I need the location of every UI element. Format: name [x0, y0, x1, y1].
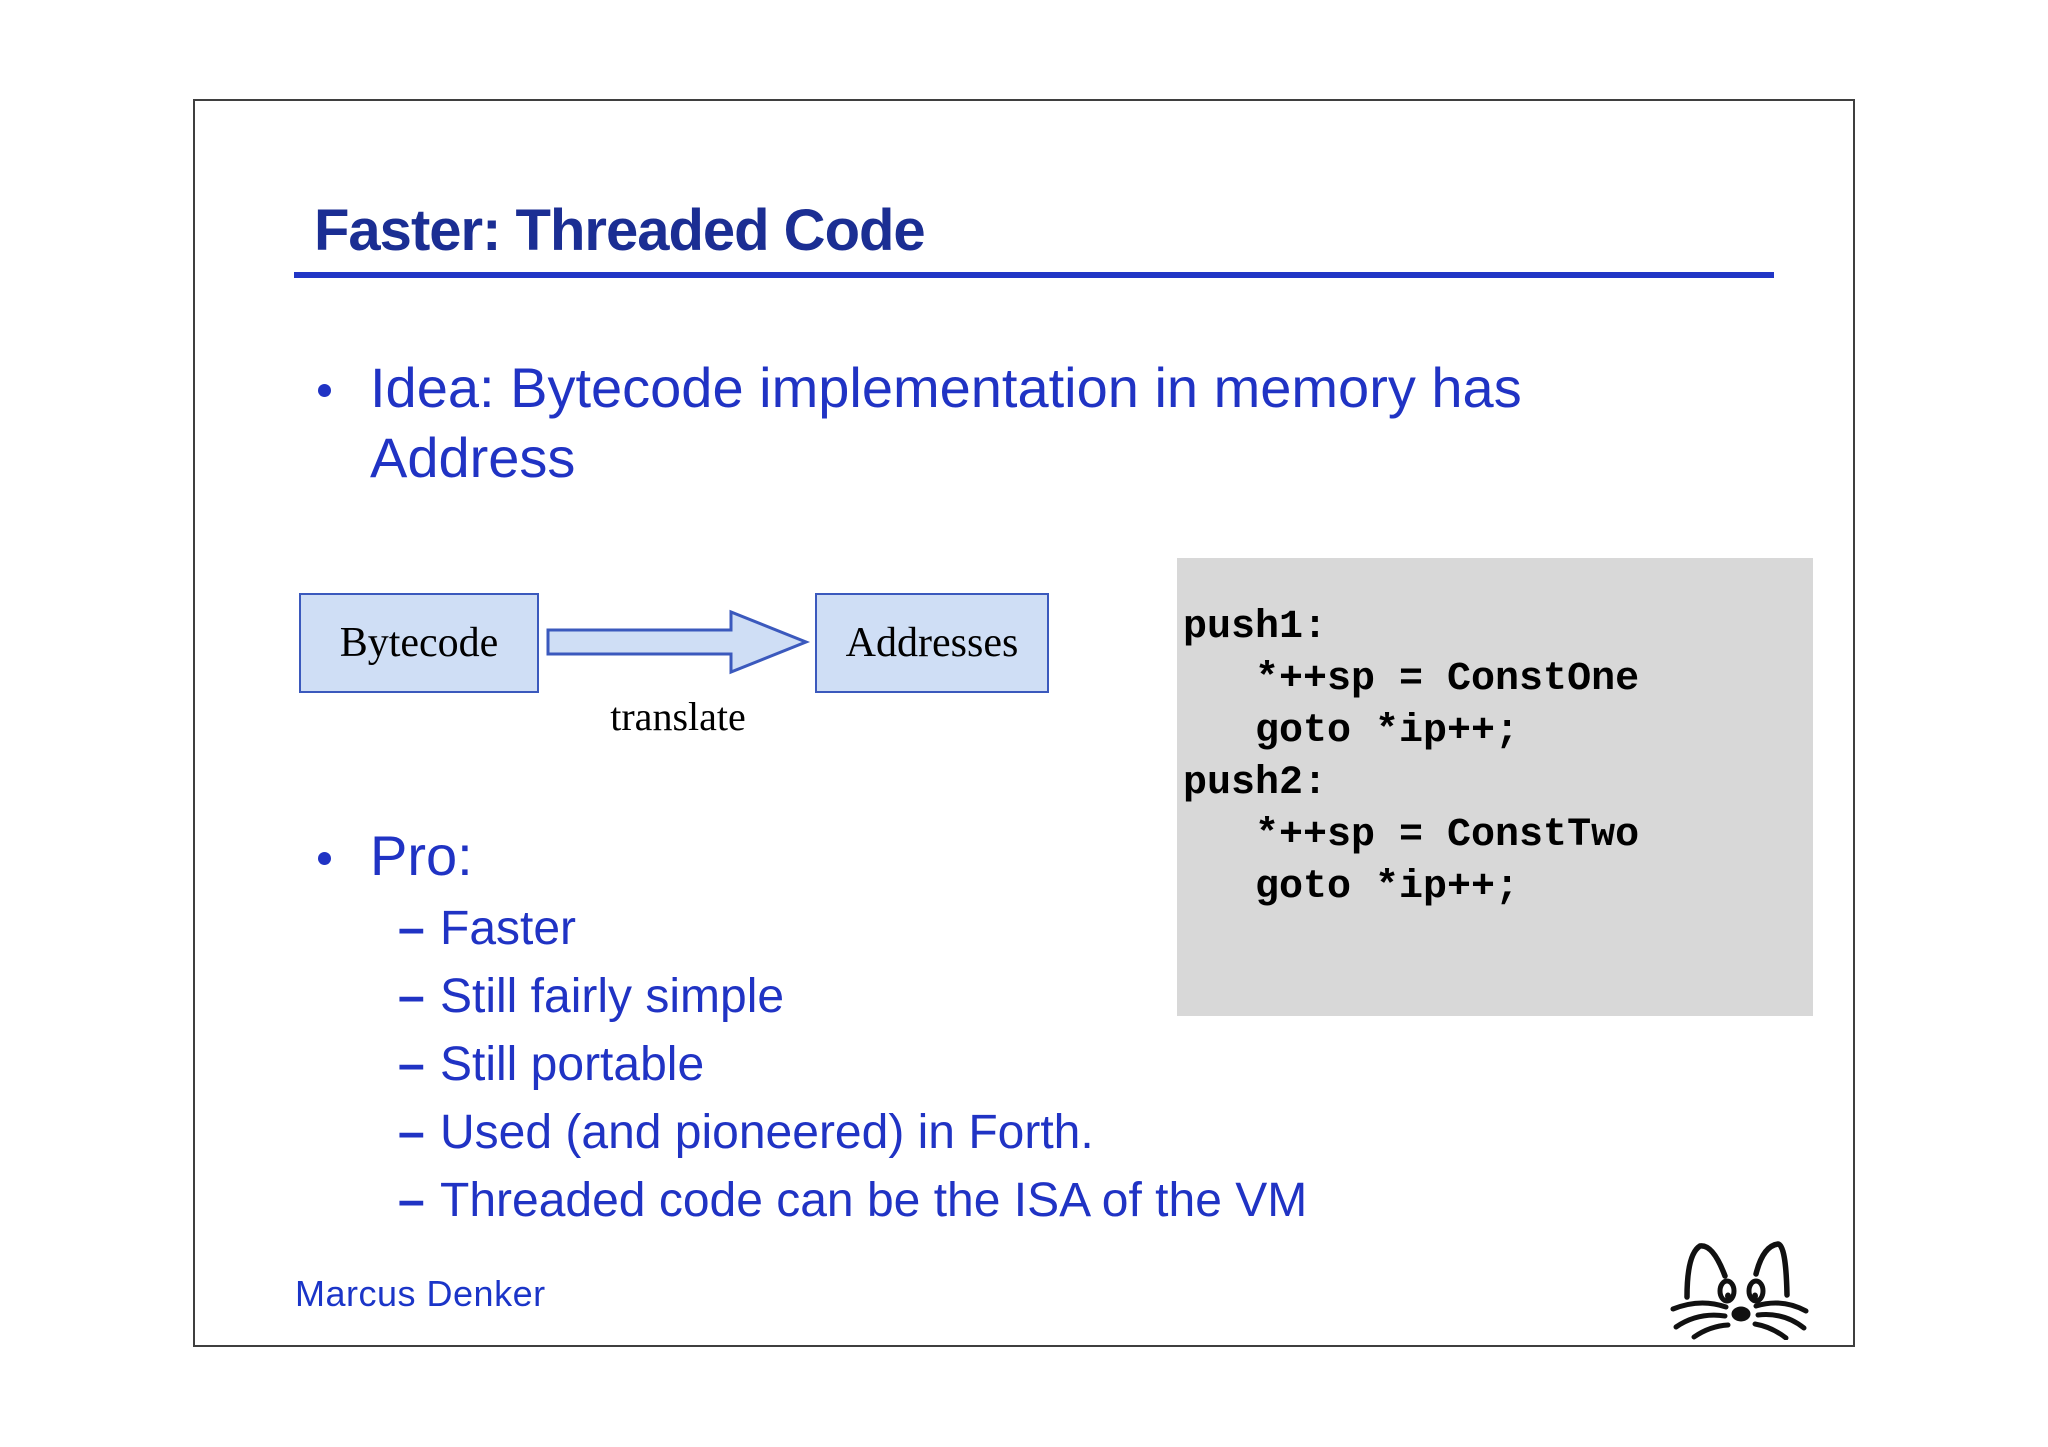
diagram-box-bytecode: Bytecode — [299, 593, 539, 693]
diagram-box-addresses: Addresses — [815, 593, 1049, 693]
cat-doodle-icon — [1670, 1240, 1810, 1341]
idea-bullet-line-1: Idea: Bytecode implementation in memory … — [370, 356, 1522, 419]
dash-bullet: – — [398, 970, 425, 1023]
slide-title: Faster: Threaded Code — [314, 198, 926, 263]
code-snippet-block: push1: *++sp = ConstOne goto *ip++; push… — [1177, 558, 1813, 1016]
pro-list: – Faster – Still fairly simple – Still p… — [398, 895, 1658, 1235]
list-item: – Used (and pioneered) in Forth. — [398, 1099, 1658, 1167]
idea-bullet-line-2: Address — [370, 426, 576, 489]
dash-bullet: – — [398, 1038, 425, 1091]
pro-bullet-dot — [318, 852, 331, 865]
list-item: – Still fairly simple — [398, 963, 1658, 1031]
code-line: *++sp = ConstOne — [1183, 657, 1640, 702]
code-line: push2: — [1183, 761, 1328, 806]
pro-item-text: Still fairly simple — [440, 970, 785, 1023]
pro-item-text: Used (and pioneered) in Forth. — [440, 1106, 1094, 1159]
dash-bullet: – — [398, 1174, 425, 1227]
code-line: goto *ip++; — [1183, 709, 1520, 754]
author-name: Marcus Denker — [295, 1273, 546, 1314]
title-underline-rule — [294, 272, 1774, 278]
idea-bullet-dot — [318, 384, 331, 397]
diagram-box-addresses-label: Addresses — [845, 620, 1019, 666]
list-item: – Still portable — [398, 1031, 1658, 1099]
dash-bullet: – — [398, 902, 425, 955]
pro-item-text: Threaded code can be the ISA of the VM — [440, 1174, 1308, 1227]
slide-page: Faster: Threaded Code Idea: Bytecode imp… — [193, 99, 1855, 1347]
code-line: *++sp = ConstTwo — [1183, 813, 1640, 858]
pro-item-text: Still portable — [440, 1038, 705, 1091]
code-line: goto *ip++; — [1183, 865, 1520, 910]
code-line: push1: — [1183, 605, 1328, 650]
list-item: – Faster — [398, 895, 1658, 963]
idea-bullet-text: Idea: Bytecode implementation in memory … — [370, 353, 1650, 493]
diagram-arrow-label: translate — [610, 694, 746, 739]
diagram-arrow — [545, 600, 811, 684]
pro-heading: Pro: — [370, 824, 473, 887]
list-item: – Threaded code can be the ISA of the VM — [398, 1167, 1658, 1235]
right-block-arrow-icon — [546, 609, 811, 675]
diagram-box-bytecode-label: Bytecode — [339, 620, 499, 666]
dash-bullet: – — [398, 1106, 425, 1159]
pro-item-text: Faster — [440, 902, 577, 955]
